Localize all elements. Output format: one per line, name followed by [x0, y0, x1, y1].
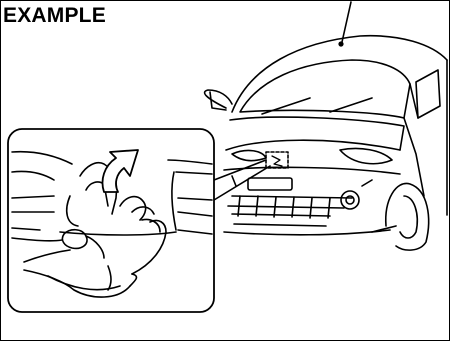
- callout-line-top: [214, 160, 266, 180]
- leader-line: [342, 2, 351, 42]
- leader-dot: [339, 42, 343, 46]
- car-front-icon: [205, 36, 447, 250]
- callout-line-bottom: [214, 166, 270, 200]
